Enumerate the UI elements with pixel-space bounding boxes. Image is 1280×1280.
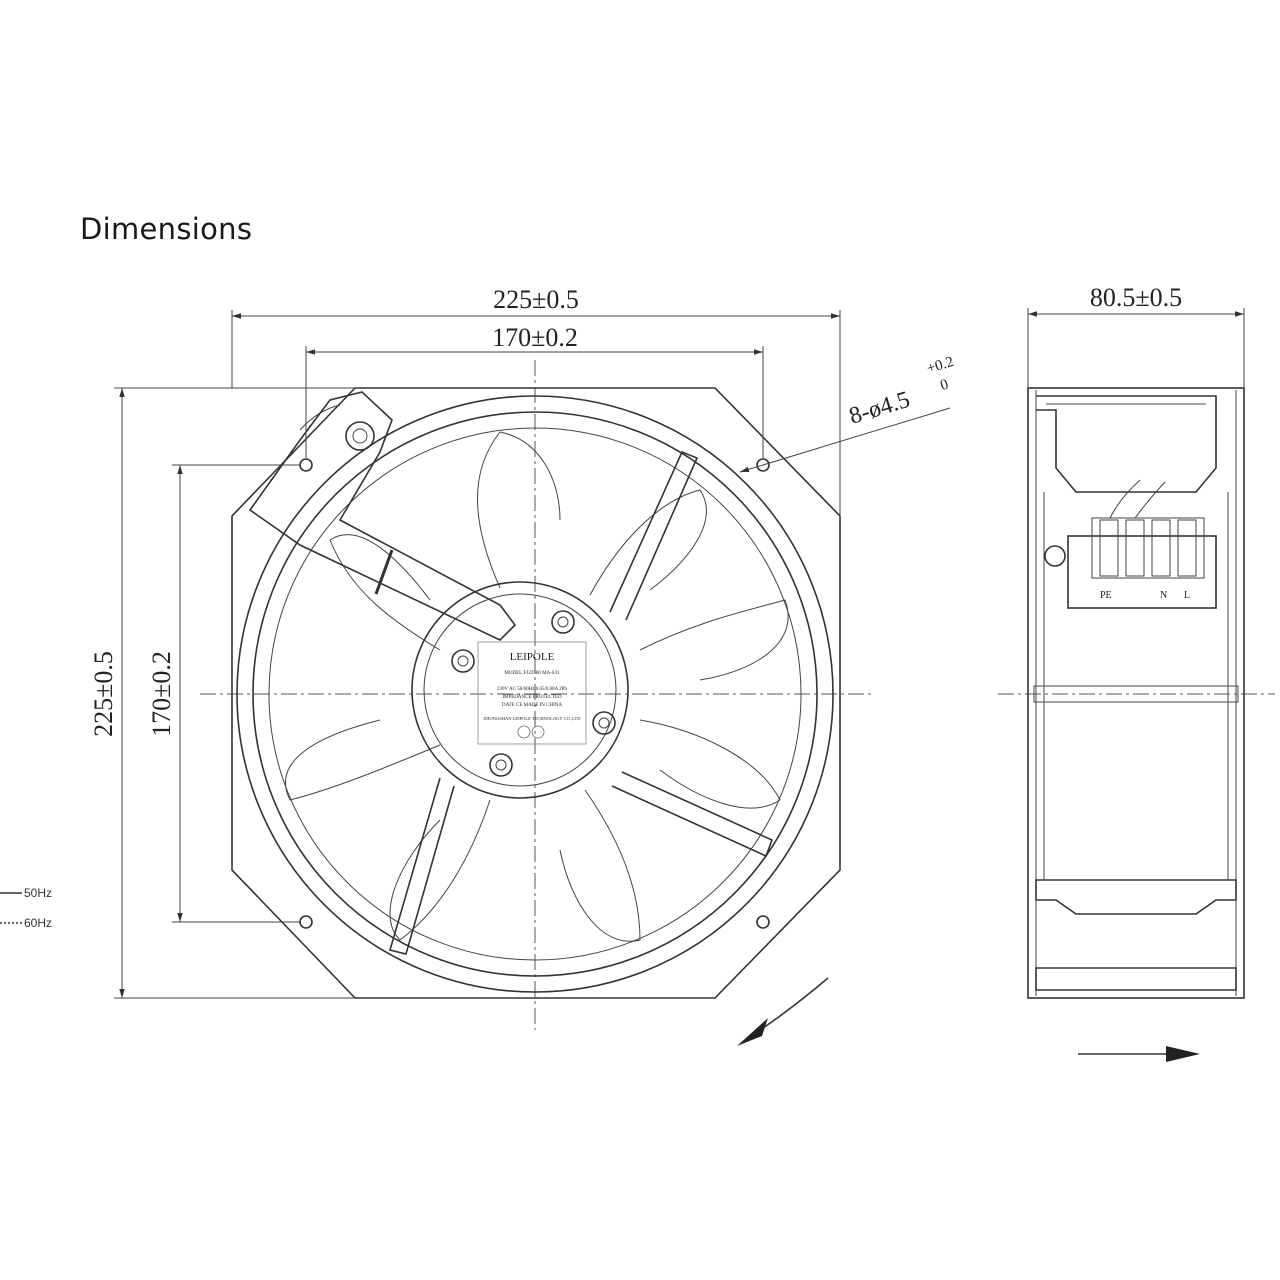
front-view: LEIPOLE MODEL:FJ22580 MA-S31 230V AC 50/… <box>89 285 956 1046</box>
mounting-hole <box>756 458 770 472</box>
rotation-direction-arrow <box>737 977 829 1046</box>
terminal-label-l: L <box>1184 590 1190 601</box>
terminal-label-pe: PE <box>1100 590 1112 601</box>
dimension-depth: 80.5±0.5 <box>1027 283 1245 388</box>
hole-tolerance-lower: 0 <box>939 377 951 394</box>
hub-screw <box>489 753 513 777</box>
hole-callout-text: 8-ø4.5 <box>846 387 913 430</box>
motor-hub-inner <box>423 593 617 787</box>
terminal-screws <box>1099 519 1197 577</box>
mid-ring-band <box>1033 685 1239 703</box>
hole-tolerance-upper: +0.2 <box>925 354 956 377</box>
hub-screws <box>451 610 616 777</box>
cable-gland-inner <box>352 428 368 444</box>
motor-hub <box>411 581 629 799</box>
top-flange <box>1036 395 1217 493</box>
side-view: PE N L 80.5±0.5 <box>998 283 1275 1062</box>
mounting-hole <box>299 915 313 929</box>
hub-label-line: ZHONGSHAN LEIPOLE TECHNOLOGY CO.,LTD <box>484 716 582 722</box>
terminal-post <box>1125 519 1145 577</box>
terminal-label-n: N <box>1160 590 1167 601</box>
dimension-text: 225±0.5 <box>493 285 579 314</box>
hub-label-line: DATE CE MADE IN CHINA <box>502 703 562 708</box>
venturi-outer-ring <box>236 395 834 993</box>
dimension-text: 80.5±0.5 <box>1090 283 1182 312</box>
bottom-rim <box>1035 967 1237 991</box>
hub-screw <box>451 649 475 673</box>
mounting-hole <box>299 458 313 472</box>
terminal-block-body <box>1067 535 1217 609</box>
hub-label-line: MODEL:FJ22580 MA-S31 <box>504 671 560 676</box>
venturi-ring <box>252 411 818 977</box>
support-spokes <box>388 450 774 955</box>
airflow-direction-arrow <box>1078 1046 1200 1062</box>
terminal-post <box>1177 519 1197 577</box>
hub-screw <box>551 610 575 634</box>
cable-conduit <box>248 391 517 641</box>
terminal-post <box>1099 519 1119 577</box>
impeller-blades <box>285 431 789 942</box>
terminal-block: PE N L <box>1044 479 1217 609</box>
hub-screw <box>592 711 616 735</box>
hub-label: LEIPOLE MODEL:FJ22580 MA-S31 230V AC 50/… <box>477 641 587 745</box>
curve-legend: 50Hz 60Hz <box>0 886 52 930</box>
legend-label-50hz: 50Hz <box>24 886 52 900</box>
hole-callout: 8-ø4.5 +0.2 0 <box>739 354 956 473</box>
terminal-post <box>1151 519 1171 577</box>
fan-frame <box>231 387 841 999</box>
terminal-wires <box>1109 479 1166 519</box>
venturi-inner-ring <box>268 427 802 961</box>
terminal-housing <box>1091 517 1205 579</box>
dimension-text: 170±0.2 <box>492 323 578 352</box>
dimension-height-outer: 225±0.5 <box>89 387 355 999</box>
cable-tie <box>374 549 394 595</box>
dimension-text: 225±0.5 <box>89 651 118 737</box>
legend-label-60hz: 60Hz <box>24 916 52 930</box>
hub-label-line: IMPEDANCE PROTECTED <box>502 695 562 700</box>
certification-mark <box>531 725 545 739</box>
dimension-width-outer: 225±0.5 <box>231 285 841 516</box>
dimension-width-holes: 170±0.2 <box>305 323 764 458</box>
fan-housing-side <box>1027 387 1245 999</box>
page-title: Dimensions <box>80 212 253 246</box>
bottom-flange <box>1035 879 1237 915</box>
ground-lug <box>1044 545 1066 567</box>
hub-label-brand: LEIPOLE <box>510 651 555 663</box>
mounting-hole <box>756 915 770 929</box>
cable-gland <box>345 421 375 451</box>
hub-label-line: 230V AC 50/60Hz 0.65/0.68A 2Ph <box>497 687 567 692</box>
certification-mark <box>517 725 531 739</box>
dimension-text: 170±0.2 <box>147 651 176 737</box>
dimension-height-holes: 170±0.2 <box>147 464 300 923</box>
